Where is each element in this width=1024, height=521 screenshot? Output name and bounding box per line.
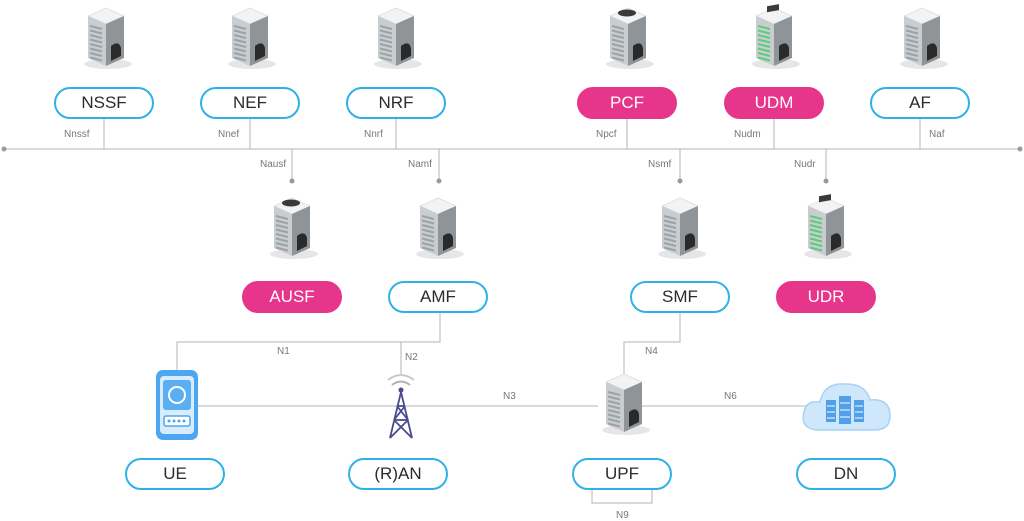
- n3-label: N3: [503, 391, 516, 402]
- ue-phone-icon: [150, 368, 204, 442]
- ausf-interface-label: Nausf: [260, 159, 287, 170]
- pcf-node: PCF: [577, 87, 677, 119]
- nrf-server-icon: [368, 4, 424, 69]
- nef-node: NEF: [200, 87, 300, 119]
- af-server-icon: [894, 4, 950, 69]
- udm-server-icon: [746, 4, 802, 69]
- amf-interface-label: Namf: [408, 159, 432, 170]
- nef-interface-label: Nnef: [218, 129, 240, 140]
- nrf-interface-label: Nnrf: [364, 129, 383, 140]
- n1-label: N1: [277, 346, 290, 357]
- udm-interface-label: Nudm: [734, 129, 761, 140]
- bus-end-left: [1, 146, 7, 152]
- udr-node: UDR: [776, 281, 876, 313]
- upf-node: UPF: [572, 458, 672, 490]
- smf-interface-label: Nsmf: [648, 159, 672, 170]
- bus-end-right: [1017, 146, 1023, 152]
- nssf-server-icon: [78, 4, 134, 69]
- nssf-interface-label: Nnssf: [64, 129, 90, 140]
- nssf-node: NSSF: [54, 87, 154, 119]
- n4-line: [623, 312, 681, 374]
- amf-server-icon: [410, 194, 466, 260]
- n9-label: N9: [616, 510, 629, 521]
- n6-label: N6: [724, 391, 737, 402]
- nef-server-icon: [222, 4, 278, 69]
- af-interface-label: Naf: [929, 129, 945, 140]
- ran-node: (R)AN: [348, 458, 448, 490]
- dn-node: DN: [796, 458, 896, 490]
- ran-antenna-tower-icon: [380, 370, 422, 440]
- amf-node: AMF: [388, 281, 488, 313]
- pcf-interface-label: Npcf: [596, 129, 617, 140]
- ue-node: UE: [125, 458, 225, 490]
- n4-label: N4: [645, 346, 658, 357]
- af-node: AF: [870, 87, 970, 119]
- upf-server-icon: [596, 370, 652, 440]
- smf-node: SMF: [630, 281, 730, 313]
- dn-cloud-data-icon: [796, 370, 896, 440]
- udm-node: UDM: [724, 87, 824, 119]
- ausf-node: AUSF: [242, 281, 342, 313]
- pcf-server-icon: [600, 4, 656, 69]
- ausf-server-icon: [264, 194, 320, 260]
- udr-server-icon: [798, 194, 854, 260]
- nrf-node: NRF: [346, 87, 446, 119]
- n9-line: [591, 488, 653, 504]
- udr-interface-label: Nudr: [794, 159, 816, 170]
- smf-server-icon: [652, 194, 708, 260]
- n2-label: N2: [405, 352, 418, 363]
- n1-line: [176, 312, 441, 372]
